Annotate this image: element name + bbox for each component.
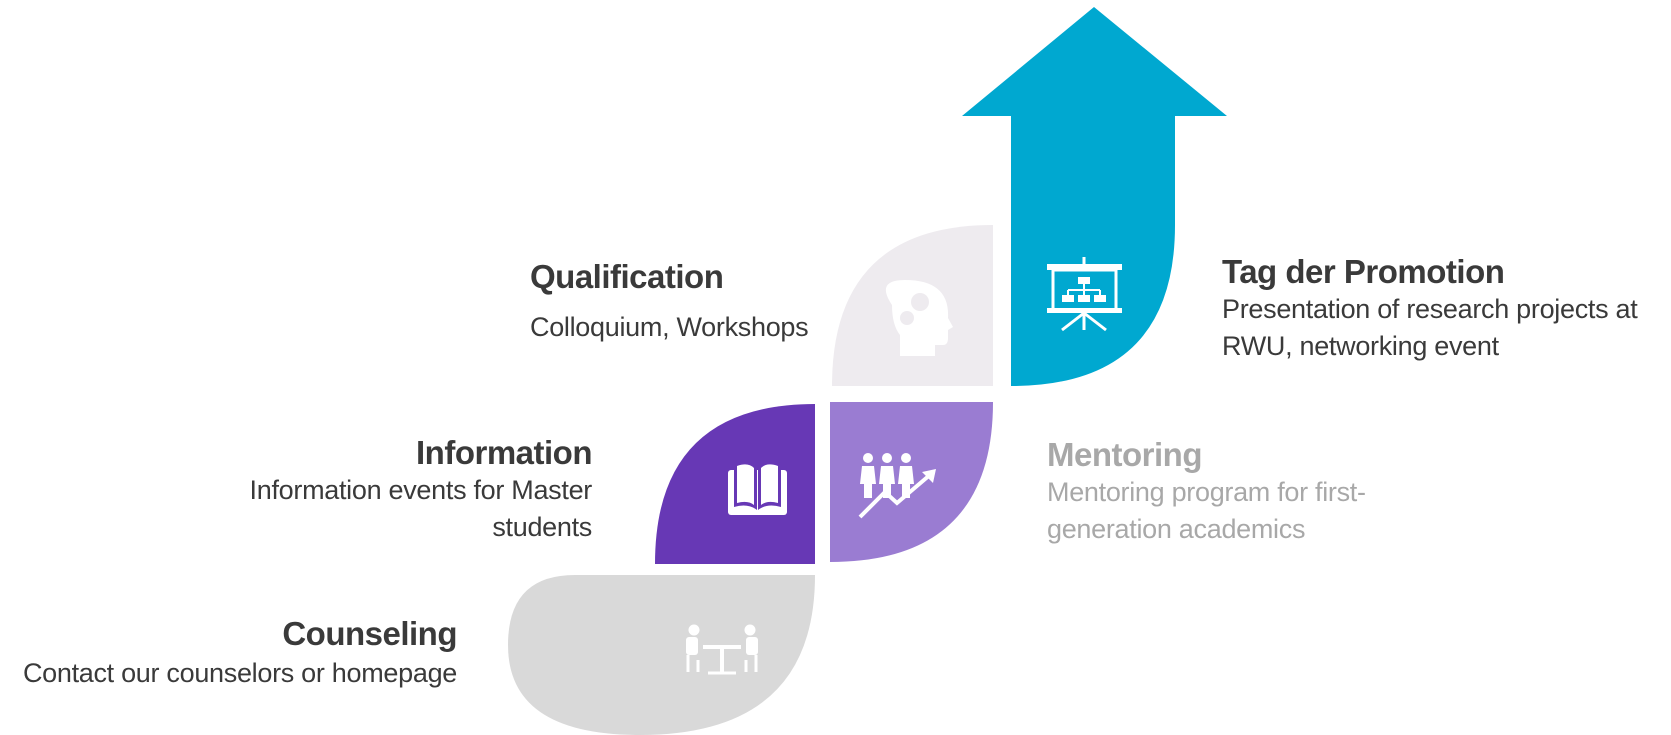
information-desc: Information events for Master students	[249, 475, 593, 542]
mentoring-label: Mentoring Mentoring program for first-ge…	[1047, 436, 1417, 548]
mentoring-title: Mentoring	[1047, 436, 1202, 473]
counseling-label: Counseling Contact our counselors or hom…	[0, 615, 458, 692]
qualification-desc: Colloquium, Workshops	[530, 312, 809, 342]
qualification-title: Qualification	[530, 258, 724, 295]
promotion-arrow-shape	[962, 7, 1227, 386]
qualification-label: Qualification Colloquium, Workshops	[530, 258, 850, 346]
group-growth-icon	[858, 453, 936, 519]
counseling-title: Counseling	[282, 615, 457, 652]
information-label: Information Information events for Maste…	[220, 434, 593, 546]
head-gears-icon	[885, 280, 953, 356]
promotion-desc: Presentation of research projects at RWU…	[1222, 294, 1638, 361]
promotion-title: Tag der Promotion	[1222, 253, 1505, 290]
presentation-board-icon	[1047, 257, 1122, 332]
promotion-label: Tag der Promotion Presentation of resear…	[1222, 253, 1667, 365]
counseling-desc: Contact our counselors or homepage	[22, 658, 457, 688]
information-title: Information	[416, 434, 592, 471]
mentoring-desc: Mentoring program for first-generation a…	[1047, 477, 1366, 544]
open-book-icon	[728, 461, 787, 515]
meeting-icon	[686, 624, 758, 675]
counseling-shape	[508, 575, 815, 735]
